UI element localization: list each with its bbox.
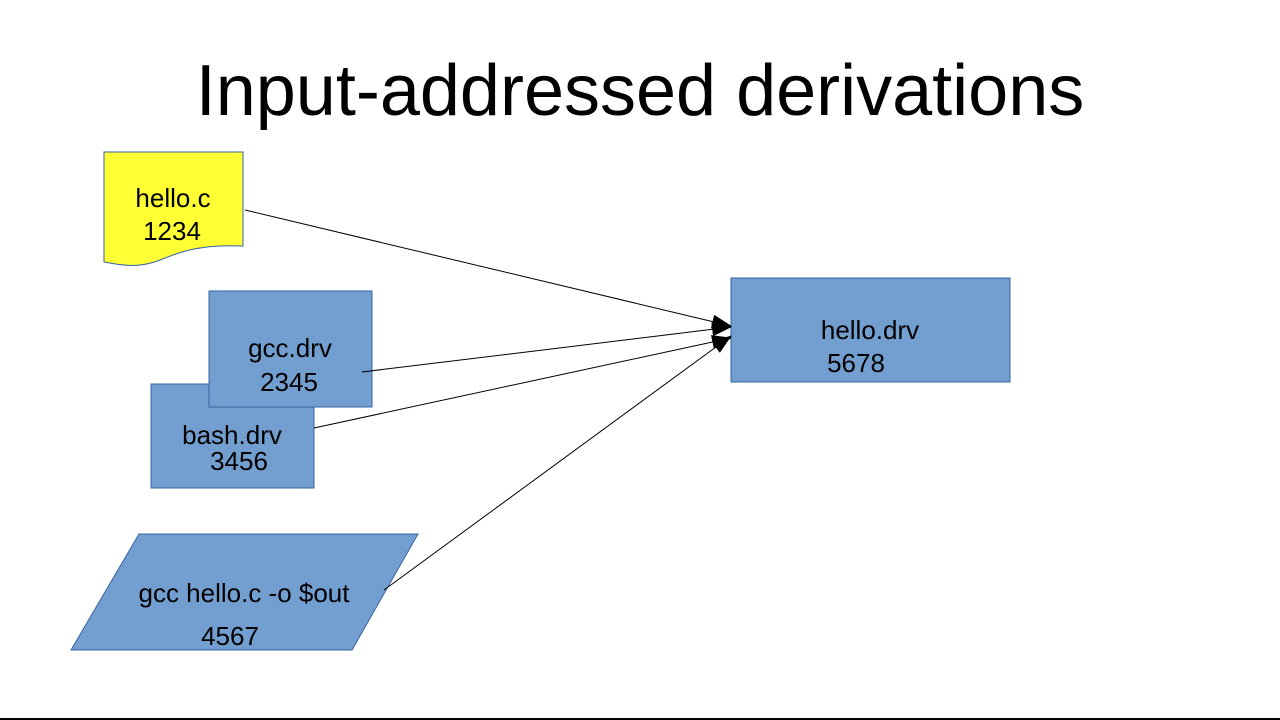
gcc-drv-node: gcc.drv 2345 — [208, 290, 373, 408]
output-drv-node: hello.drv 5678 — [730, 277, 1011, 383]
bash-drv-name: bash.drv — [182, 420, 282, 450]
output-drv-name: hello.drv — [821, 315, 919, 345]
source-file-node: hello.c 1234 — [103, 151, 244, 266]
bash-drv-node: bash.drv 3456 — [150, 383, 315, 489]
parallelogram-shape — [70, 533, 419, 651]
gcc-drv-hash: 2345 — [260, 367, 318, 397]
bash-drv-hash: 3456 — [210, 446, 268, 476]
output-drv-box — [730, 277, 1011, 383]
edge-build-command-to-hello-drv — [383, 335, 732, 591]
gcc-drv-name: gcc.drv — [248, 333, 332, 363]
edge-bash-drv-to-hello-drv — [313, 335, 732, 429]
gcc-drv-box — [208, 290, 373, 408]
edge-gcc-drv-to-hello-drv — [361, 322, 732, 373]
source-file-name: hello.c — [135, 183, 210, 213]
edge-hello-c-to-hello-drv — [244, 209, 732, 329]
document-shape — [103, 151, 244, 266]
build-command-node: gcc hello.c -o $out 4567 — [70, 533, 419, 651]
slide-title: Input-addressed derivations — [195, 51, 1085, 131]
source-file-hash: 1234 — [143, 216, 201, 246]
build-command-hash: 4567 — [201, 621, 259, 651]
output-drv-hash: 5678 — [827, 348, 885, 378]
build-command-text: gcc hello.c -o $out — [138, 578, 350, 608]
